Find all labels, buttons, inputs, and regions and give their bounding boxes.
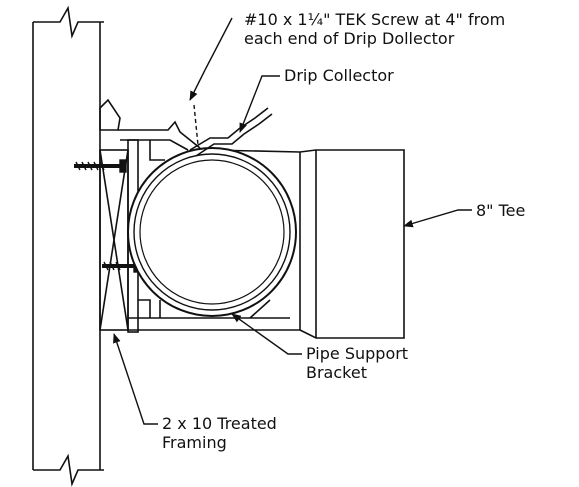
- tee-body: [209, 149, 405, 339]
- framing-label: 2 x 10 Treated Framing: [162, 414, 277, 452]
- callout-leaders: [113, 75, 472, 425]
- bracket-leader: [231, 313, 302, 355]
- bracket-label: Pipe Support Bracket: [306, 344, 409, 382]
- bracket-bottom-flange: [128, 299, 300, 331]
- framing-leader: [113, 333, 158, 425]
- pipe: [127, 147, 297, 317]
- wall-framing: [32, 5, 104, 487]
- tee-label: 8" Tee: [476, 201, 526, 220]
- bracket-top-flange: [99, 98, 201, 161]
- screw-leader: [189, 17, 233, 146]
- wall-bottom-break-line: [33, 453, 104, 487]
- tee-leader: [403, 209, 472, 228]
- drip-leader: [239, 75, 280, 133]
- wall-top-break-line: [33, 5, 104, 39]
- drip-collector-label: Drip Collector: [284, 66, 394, 85]
- screw-callout-label: #10 x 1¼" TEK Screw at 4" from each end …: [244, 10, 506, 48]
- drip-collector: [189, 107, 273, 157]
